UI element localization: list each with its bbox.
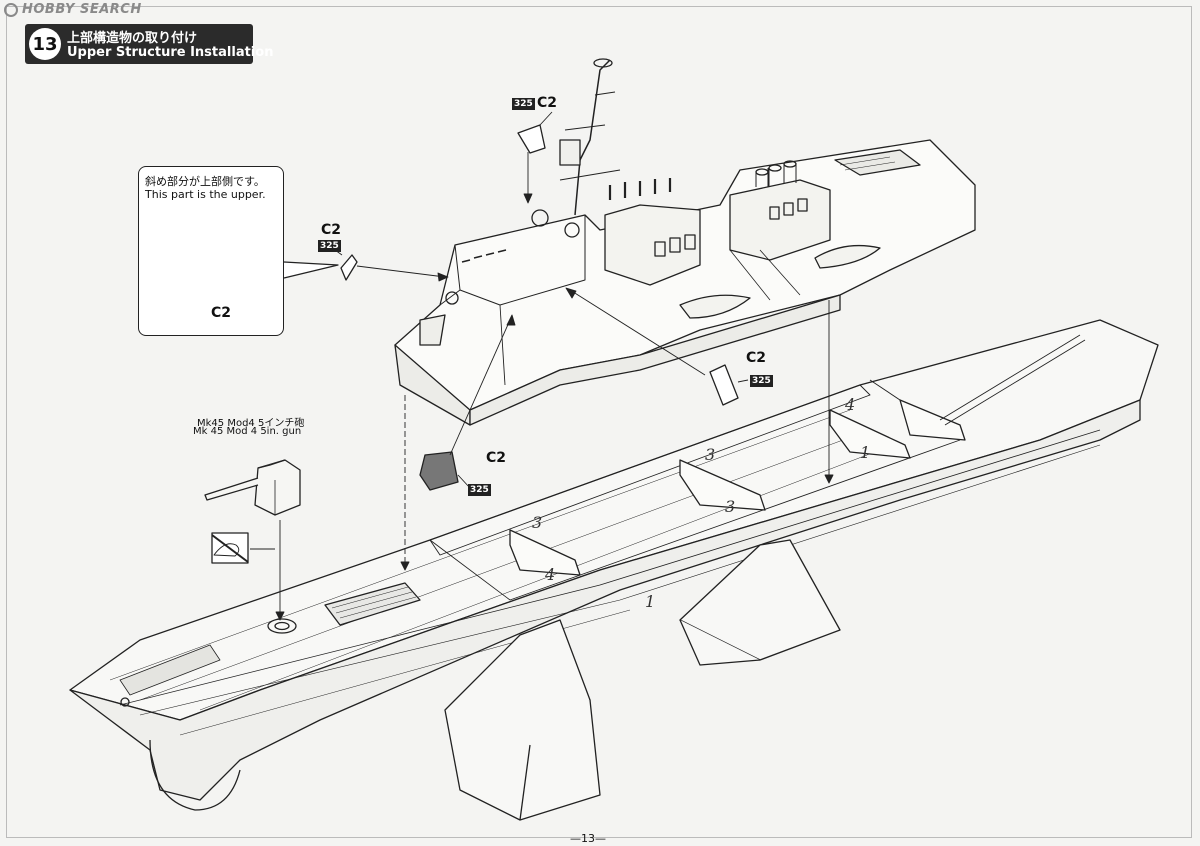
step-title-en: Upper Structure Installation <box>67 45 274 60</box>
display-stand-front <box>444 619 601 821</box>
step-title-jp: 上部構造物の取り付け <box>67 31 198 46</box>
deck-number: 3 <box>705 445 715 464</box>
no-glue-icon <box>211 532 249 564</box>
step-number: 13 <box>29 28 61 60</box>
gun-label-jp: Mk45 Mod4 5インチ砲 <box>197 418 305 429</box>
part-label: C2 <box>321 222 342 238</box>
note-text-en: This part is the upper. <box>145 188 266 201</box>
gun-label-en: Mk 45 Mod 4 5in. gun <box>193 426 302 437</box>
superstructure <box>394 58 976 426</box>
watermark: HOBBY SEARCH <box>4 2 142 17</box>
deck-number: 3 <box>532 513 542 532</box>
page-number: —13— <box>570 832 606 845</box>
code-badge: 325 <box>750 375 773 387</box>
step-header: 13 上部構造物の取り付け Upper Structure Installati… <box>25 24 273 64</box>
part-c2-deck-plate <box>419 451 459 491</box>
part-c2-mast-plate <box>517 124 546 154</box>
code-badge: 325 <box>512 98 535 110</box>
deck-number: 1 <box>860 443 870 462</box>
hobby-search-logo-icon <box>4 2 18 17</box>
part-label: C2 <box>537 95 558 111</box>
deck-numbers: 3 3 3 4 1 1 4 <box>532 395 870 611</box>
part-label: C2 <box>486 450 507 466</box>
code-badge: 325 <box>318 240 341 252</box>
deck-number: 4 <box>844 395 855 414</box>
deck-number: 1 <box>645 592 655 611</box>
assembly-arrows <box>250 111 834 621</box>
note-part-label: C2 <box>211 305 232 321</box>
note-box: 斜め部分が上部側です。 This part is the upper. <box>138 166 284 336</box>
note-pointer <box>283 261 339 279</box>
deck-number: 4 <box>544 565 555 584</box>
code-badge: 325 <box>468 484 491 496</box>
hull <box>69 319 1159 811</box>
part-c2-left-disc <box>340 254 358 281</box>
page-border <box>6 6 1192 838</box>
display-stand-rear <box>679 539 841 666</box>
watermark-text: HOBBY SEARCH <box>22 2 142 17</box>
note-text-jp: 斜め部分が上部側です。 <box>145 175 265 188</box>
part-label: C2 <box>746 350 767 366</box>
mk45-gun <box>204 459 301 516</box>
part-c2-right-plate <box>709 364 739 406</box>
deck-number: 3 <box>725 497 735 516</box>
